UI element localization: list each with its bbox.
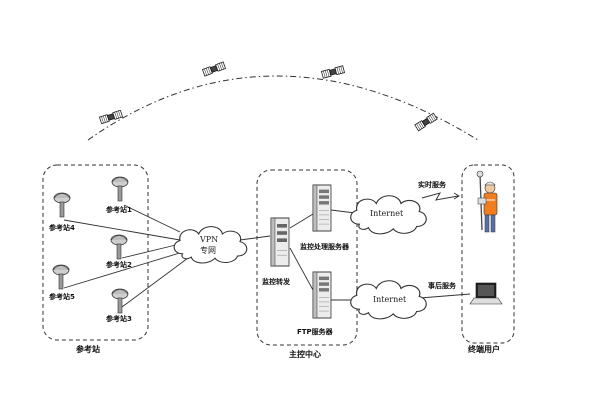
- surveyor-icon: [476, 170, 498, 233]
- switch-label: 监控转发: [262, 278, 290, 286]
- control-center-group-box: [256, 169, 358, 346]
- station-label: 参考站4: [49, 224, 75, 232]
- station-label: 参考站3: [106, 315, 132, 323]
- user-group-caption: 终端用户: [468, 345, 500, 354]
- server-top-label: 监控处理服务器: [300, 243, 349, 251]
- orbit-arc: [87, 75, 479, 141]
- control-center-caption: 主控中心: [289, 350, 321, 359]
- internet-bottom-label: Internet: [373, 295, 407, 304]
- internet-top-label: Internet: [370, 209, 404, 218]
- vpn-cloud-label: VPN: [200, 235, 219, 244]
- station-label: 参考站1: [106, 206, 132, 214]
- vpn-cloud-label: 专网: [200, 246, 216, 255]
- reference-station-group-box: [42, 164, 149, 341]
- server-bottom-label: FTP服务器: [297, 328, 333, 336]
- station-label: 参考站2: [106, 261, 132, 269]
- postprocess-service-label: 事后服务: [428, 282, 456, 290]
- reference-group-caption: 参考站: [76, 345, 100, 354]
- user-group-box: [461, 164, 515, 344]
- realtime-service-label: 实时服务: [418, 181, 446, 189]
- station-label: 参考站5: [49, 293, 75, 301]
- network-switch-icon: [270, 217, 290, 267]
- laptop-icon: [469, 282, 503, 305]
- wireless-link-icon: [421, 192, 459, 201]
